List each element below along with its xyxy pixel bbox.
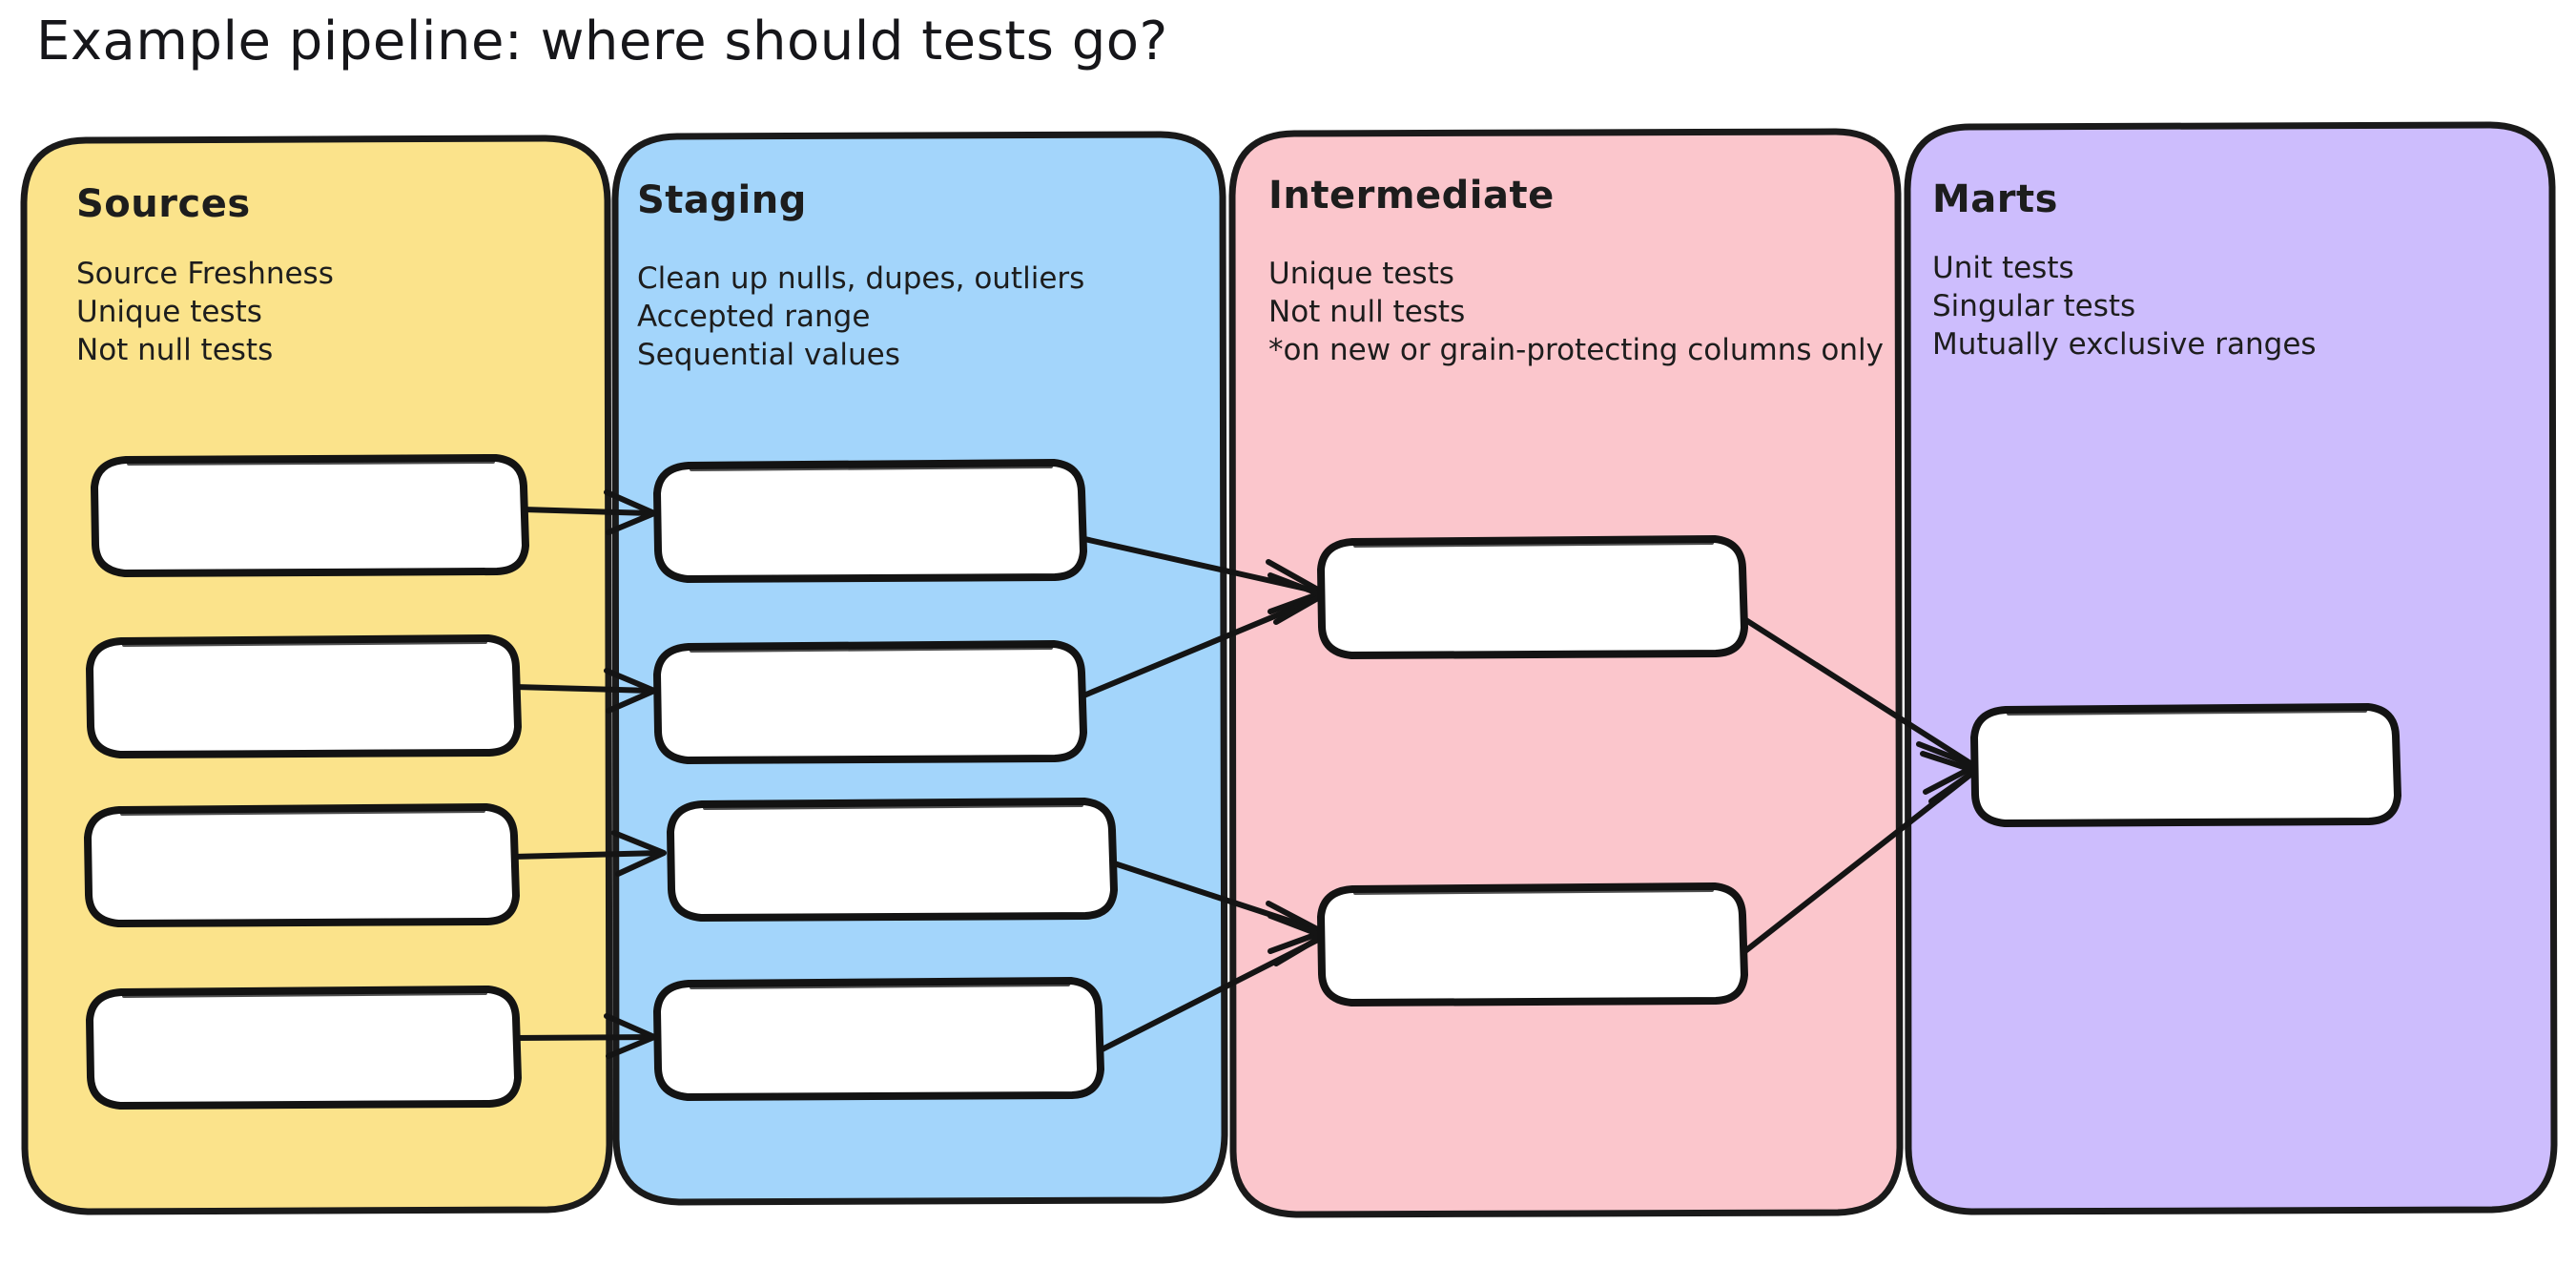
panel-marts-shape — [1904, 121, 2558, 1215]
panel-staging-title: Staging — [637, 178, 807, 222]
edge-sources-3-staging-3 — [510, 830, 667, 877]
intermediate-node-1[interactable] — [1317, 535, 1748, 659]
staging-node-4[interactable] — [653, 977, 1104, 1101]
panel-staging-line-3: Sequential values — [637, 338, 900, 372]
sources-node-3[interactable] — [84, 803, 520, 927]
panel-staging-line-2: Accepted range — [637, 300, 870, 334]
intermediate-node-2[interactable] — [1317, 882, 1748, 1007]
panel-intermediate-title: Intermediate — [1268, 174, 1555, 218]
panel-marts-line-1: Unit tests — [1932, 251, 2074, 285]
panel-sources-line-1: Source Freshness — [76, 257, 334, 291]
panel-intermediate[interactable]: Intermediate Unique tests Not null tests… — [1228, 128, 1904, 1218]
panel-marts-title: Marts — [1932, 177, 2058, 221]
panel-intermediate-line-1: Unique tests — [1268, 257, 1454, 291]
marts-node-1[interactable] — [1970, 703, 2401, 827]
panel-marts-line-3: Mutually exclusive ranges — [1932, 327, 2317, 362]
sources-node-2[interactable] — [86, 634, 522, 758]
sources-node-1[interactable] — [91, 454, 529, 577]
panel-intermediate-line-2: Not null tests — [1268, 295, 1465, 329]
panel-sources-title: Sources — [76, 182, 251, 226]
staging-node-3[interactable] — [667, 798, 1118, 922]
panel-sources-line-3: Not null tests — [76, 333, 273, 367]
staging-node-1[interactable] — [653, 459, 1087, 583]
panel-intermediate-line-3: *on new or grain-protecting columns only — [1268, 333, 1884, 367]
panel-staging-line-1: Clean up nulls, dupes, outliers — [637, 261, 1084, 296]
panel-sources-line-2: Unique tests — [76, 295, 262, 329]
staging-node-2[interactable] — [653, 640, 1087, 764]
page-title: Example pipeline: where should tests go? — [36, 10, 1168, 73]
panel-marts[interactable]: Marts Unit tests Singular tests Mutually… — [1904, 121, 2558, 1215]
panel-marts-line-2: Singular tests — [1932, 289, 2135, 323]
sources-node-4[interactable] — [86, 986, 522, 1110]
